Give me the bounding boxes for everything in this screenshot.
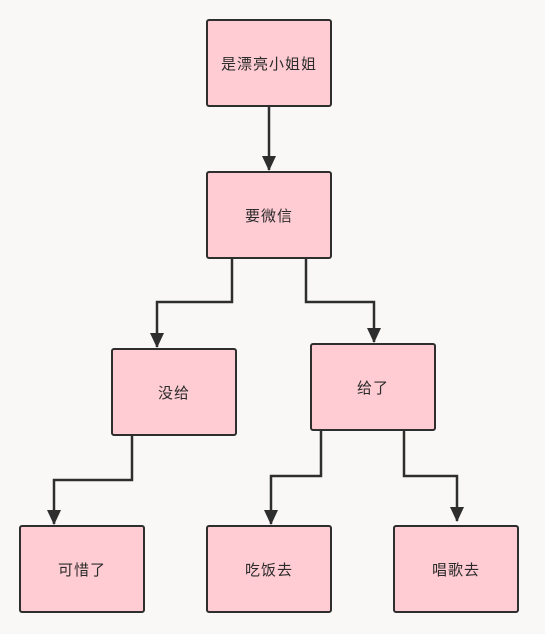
node-root-label: 是漂亮小姐姐: [220, 54, 317, 73]
arrowhead-yes: [367, 328, 381, 343]
node-not-given-label: 没给: [157, 383, 190, 402]
edge-wechat-to-yes: [304, 259, 376, 342]
edge-wechat-to-no: [155, 259, 234, 347]
arrowhead-no: [150, 333, 164, 348]
node-ask-wechat: 要微信: [206, 171, 332, 259]
node-pity: 可惜了: [19, 525, 145, 613]
arrowhead-sing: [450, 507, 464, 522]
node-given-label: 给了: [356, 378, 389, 397]
node-go-sing-label: 唱歌去: [431, 560, 480, 579]
node-pity-label: 可惜了: [57, 560, 106, 579]
edge-yes-to-sing: [402, 431, 459, 521]
node-go-eat-label: 吃饭去: [244, 560, 293, 579]
node-go-sing: 唱歌去: [393, 525, 519, 613]
arrowhead-pity: [47, 510, 61, 525]
node-not-given: 没给: [111, 348, 237, 436]
node-given: 给了: [310, 343, 436, 431]
edge-yes-to-eat: [269, 431, 323, 524]
edge-no-to-pity: [52, 436, 134, 524]
arrowhead-wechat: [262, 156, 276, 171]
arrowhead-eat: [264, 510, 278, 525]
node-ask-wechat-label: 要微信: [244, 206, 293, 225]
node-go-eat: 吃饭去: [206, 525, 332, 613]
node-root: 是漂亮小姐姐: [206, 19, 332, 107]
